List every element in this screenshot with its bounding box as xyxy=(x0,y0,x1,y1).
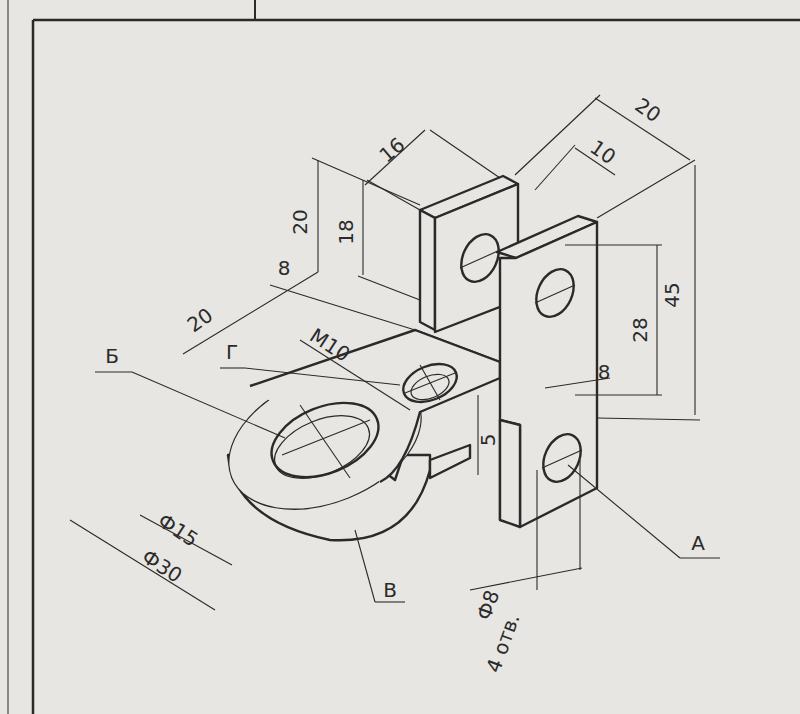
dimension-label: 20 xyxy=(184,305,216,336)
dimension-label: А xyxy=(691,533,705,553)
dimension-label: 20 xyxy=(632,95,664,126)
dimension-label: Ф8 xyxy=(473,588,502,623)
dimension-label: Б xyxy=(105,346,119,366)
dimension-label: Ф30 xyxy=(139,546,186,586)
dimension-label: 20 xyxy=(290,209,310,234)
dimension-label: 45 xyxy=(662,282,682,307)
dimension-label: Г xyxy=(226,342,238,362)
dimension-label: 18 xyxy=(336,219,356,244)
dimension-label: M10 xyxy=(307,325,354,365)
dimension-label: 5 xyxy=(478,434,498,447)
dimension-label: 16 xyxy=(376,134,408,166)
dimension-label: 8 xyxy=(598,362,611,382)
dimension-label: 8 xyxy=(278,258,291,278)
dimension-label: Ф15 xyxy=(155,510,202,550)
dimension-label: 10 xyxy=(587,137,619,168)
dimension-label: В xyxy=(383,580,397,600)
dimension-label: 28 xyxy=(630,317,650,342)
